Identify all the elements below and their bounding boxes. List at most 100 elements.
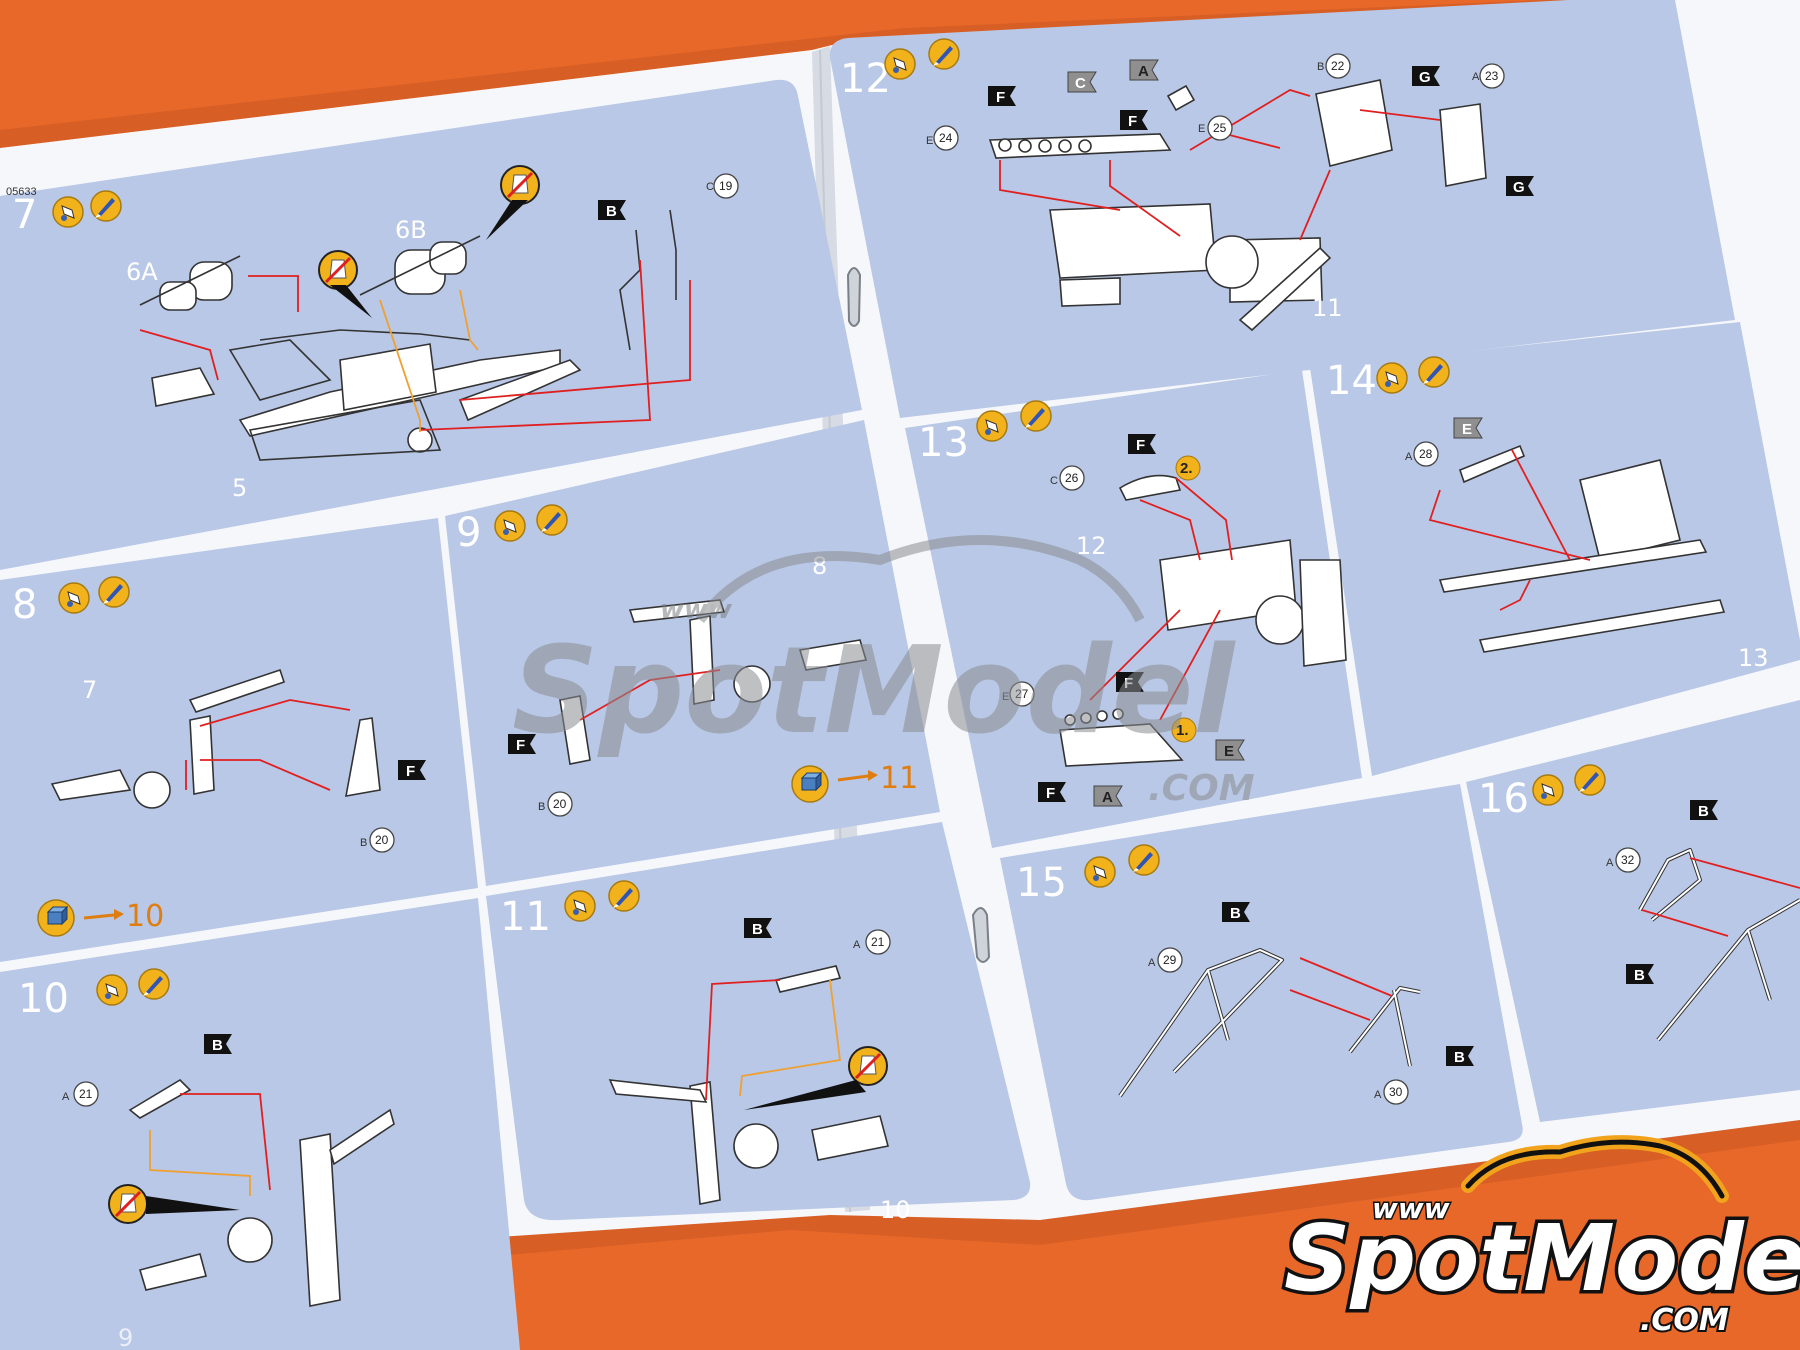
chassis-drawing xyxy=(139,235,582,461)
part-number-circle xyxy=(713,173,739,199)
flag-f-label: F xyxy=(1124,675,1133,692)
flag-b-label: B xyxy=(752,921,763,938)
box-icon xyxy=(791,765,829,803)
sprue-letter: A xyxy=(62,1091,70,1103)
flag-f-label: F xyxy=(996,89,1005,106)
step-15: 15 B B 29 A 30 A xyxy=(1016,844,1474,1105)
paint-icon xyxy=(564,890,596,922)
brush-icon xyxy=(1020,400,1052,432)
sprue-letter: A xyxy=(1405,451,1413,463)
brush-icon xyxy=(98,576,130,608)
no-glue-icon xyxy=(107,1183,149,1225)
sprue-letter: E xyxy=(926,135,933,147)
paint-icon xyxy=(58,582,90,614)
flag-b-label: B xyxy=(212,1037,223,1054)
panel-step-11 xyxy=(486,822,1031,1221)
brush-icon xyxy=(608,880,640,912)
part-label-6a: 6A xyxy=(126,258,158,286)
brush-icon xyxy=(90,190,122,222)
step-9-number: 9 xyxy=(456,510,481,556)
spotmodel-logo: www SpotModel .COM xyxy=(1281,1135,1800,1340)
flag-a-label: A xyxy=(1138,63,1149,80)
part-number: 20 xyxy=(553,797,567,811)
flag-b-label: B xyxy=(1230,905,1241,922)
step-7-number: 7 xyxy=(12,192,37,238)
logo-brand: SpotModel xyxy=(1284,1205,1800,1312)
panel-step-10 xyxy=(0,898,520,1350)
sprue-letter: C xyxy=(1050,475,1058,487)
flag-g-label: G xyxy=(1419,69,1431,86)
part-number: 20 xyxy=(375,833,389,847)
paint-icon xyxy=(1532,774,1564,806)
sprue-letter: C xyxy=(706,181,714,193)
part-number: 28 xyxy=(1419,447,1433,461)
brush-icon xyxy=(1574,764,1606,796)
panel-step-8 xyxy=(0,518,478,962)
watermark-www: www xyxy=(660,595,733,625)
step-8-number: 8 xyxy=(12,582,37,628)
sprue-letter: A xyxy=(853,939,861,951)
order-badge-label: 1. xyxy=(1176,722,1189,739)
box-icon xyxy=(37,899,75,937)
flag-f-label: F xyxy=(516,737,525,754)
next-step-note: 11 xyxy=(880,761,918,796)
part-number: 19 xyxy=(719,179,733,193)
paint-icon xyxy=(884,48,916,80)
part-label-13: 13 xyxy=(1738,644,1769,672)
logo-www: www xyxy=(1372,1192,1450,1225)
step-13-number: 13 xyxy=(918,420,969,466)
no-glue-icon xyxy=(317,249,359,291)
flag-f-label: F xyxy=(1128,113,1137,130)
step-14-number: 14 xyxy=(1326,358,1377,404)
panel-step-14 xyxy=(1310,322,1800,776)
flag-b-label: B xyxy=(1454,1049,1465,1066)
part-label-10: 10 xyxy=(880,1196,911,1224)
order-badge xyxy=(1175,455,1201,481)
next-step-note: 10 xyxy=(126,899,164,934)
part-number: 21 xyxy=(79,1087,93,1101)
paint-icon xyxy=(976,410,1008,442)
part-label-9: 9 xyxy=(118,1324,133,1350)
sprue-letter: B xyxy=(1317,61,1324,73)
brush-icon xyxy=(928,38,960,70)
flag-b-label: B xyxy=(606,203,617,220)
paint-icon xyxy=(1084,856,1116,888)
brush-icon xyxy=(536,504,568,536)
part-number: 22 xyxy=(1331,59,1345,73)
step-12: 12 F F C A xyxy=(840,38,1534,332)
step-15-number: 15 xyxy=(1016,860,1067,906)
brush-icon xyxy=(1418,356,1450,388)
step-11-number: 11 xyxy=(500,894,551,940)
sprue-letter: E xyxy=(1002,691,1009,703)
sprue-letter: B xyxy=(538,801,545,813)
order-badge xyxy=(1171,717,1197,743)
part-number: 24 xyxy=(939,131,953,145)
paint-icon xyxy=(494,510,526,542)
step-8: 8 7 F 20 B 10 xyxy=(12,576,426,937)
brush-icon xyxy=(1128,844,1160,876)
step-14: 14 E 28 A 13 xyxy=(1326,356,1769,672)
step-13: 13 12 2. 1. F F F A E 26 xyxy=(918,400,1347,807)
logo-domain: .COM xyxy=(1640,1303,1729,1338)
flag-g-label: G xyxy=(1513,179,1525,196)
panel-step-15 xyxy=(1000,784,1523,1201)
step-10-number: 10 xyxy=(18,976,69,1022)
step-10: 10 B 21 A 9 xyxy=(18,968,395,1350)
panel-step-7 xyxy=(0,79,862,571)
flag-f-label: F xyxy=(1046,785,1055,802)
spotmodel-watermark: www SpotModel .COM xyxy=(512,535,1255,809)
step-9: 9 8 F 20 B 11 xyxy=(456,504,918,817)
part-number: 25 xyxy=(1213,121,1227,135)
step-7: 7 6A 6B 5 xyxy=(12,164,739,502)
brush-icon xyxy=(138,968,170,1000)
flag-f-label: F xyxy=(1136,437,1145,454)
no-glue-icon xyxy=(499,164,541,206)
paint-icon xyxy=(1376,362,1408,394)
no-glue-icon xyxy=(847,1045,889,1087)
watermark-domain: .COM xyxy=(1148,768,1255,809)
part-label-7: 7 xyxy=(82,676,97,704)
part-label-6b: 6B xyxy=(395,216,427,244)
sprue-letter: A xyxy=(1148,957,1156,969)
part-number: 30 xyxy=(1389,1085,1403,1099)
